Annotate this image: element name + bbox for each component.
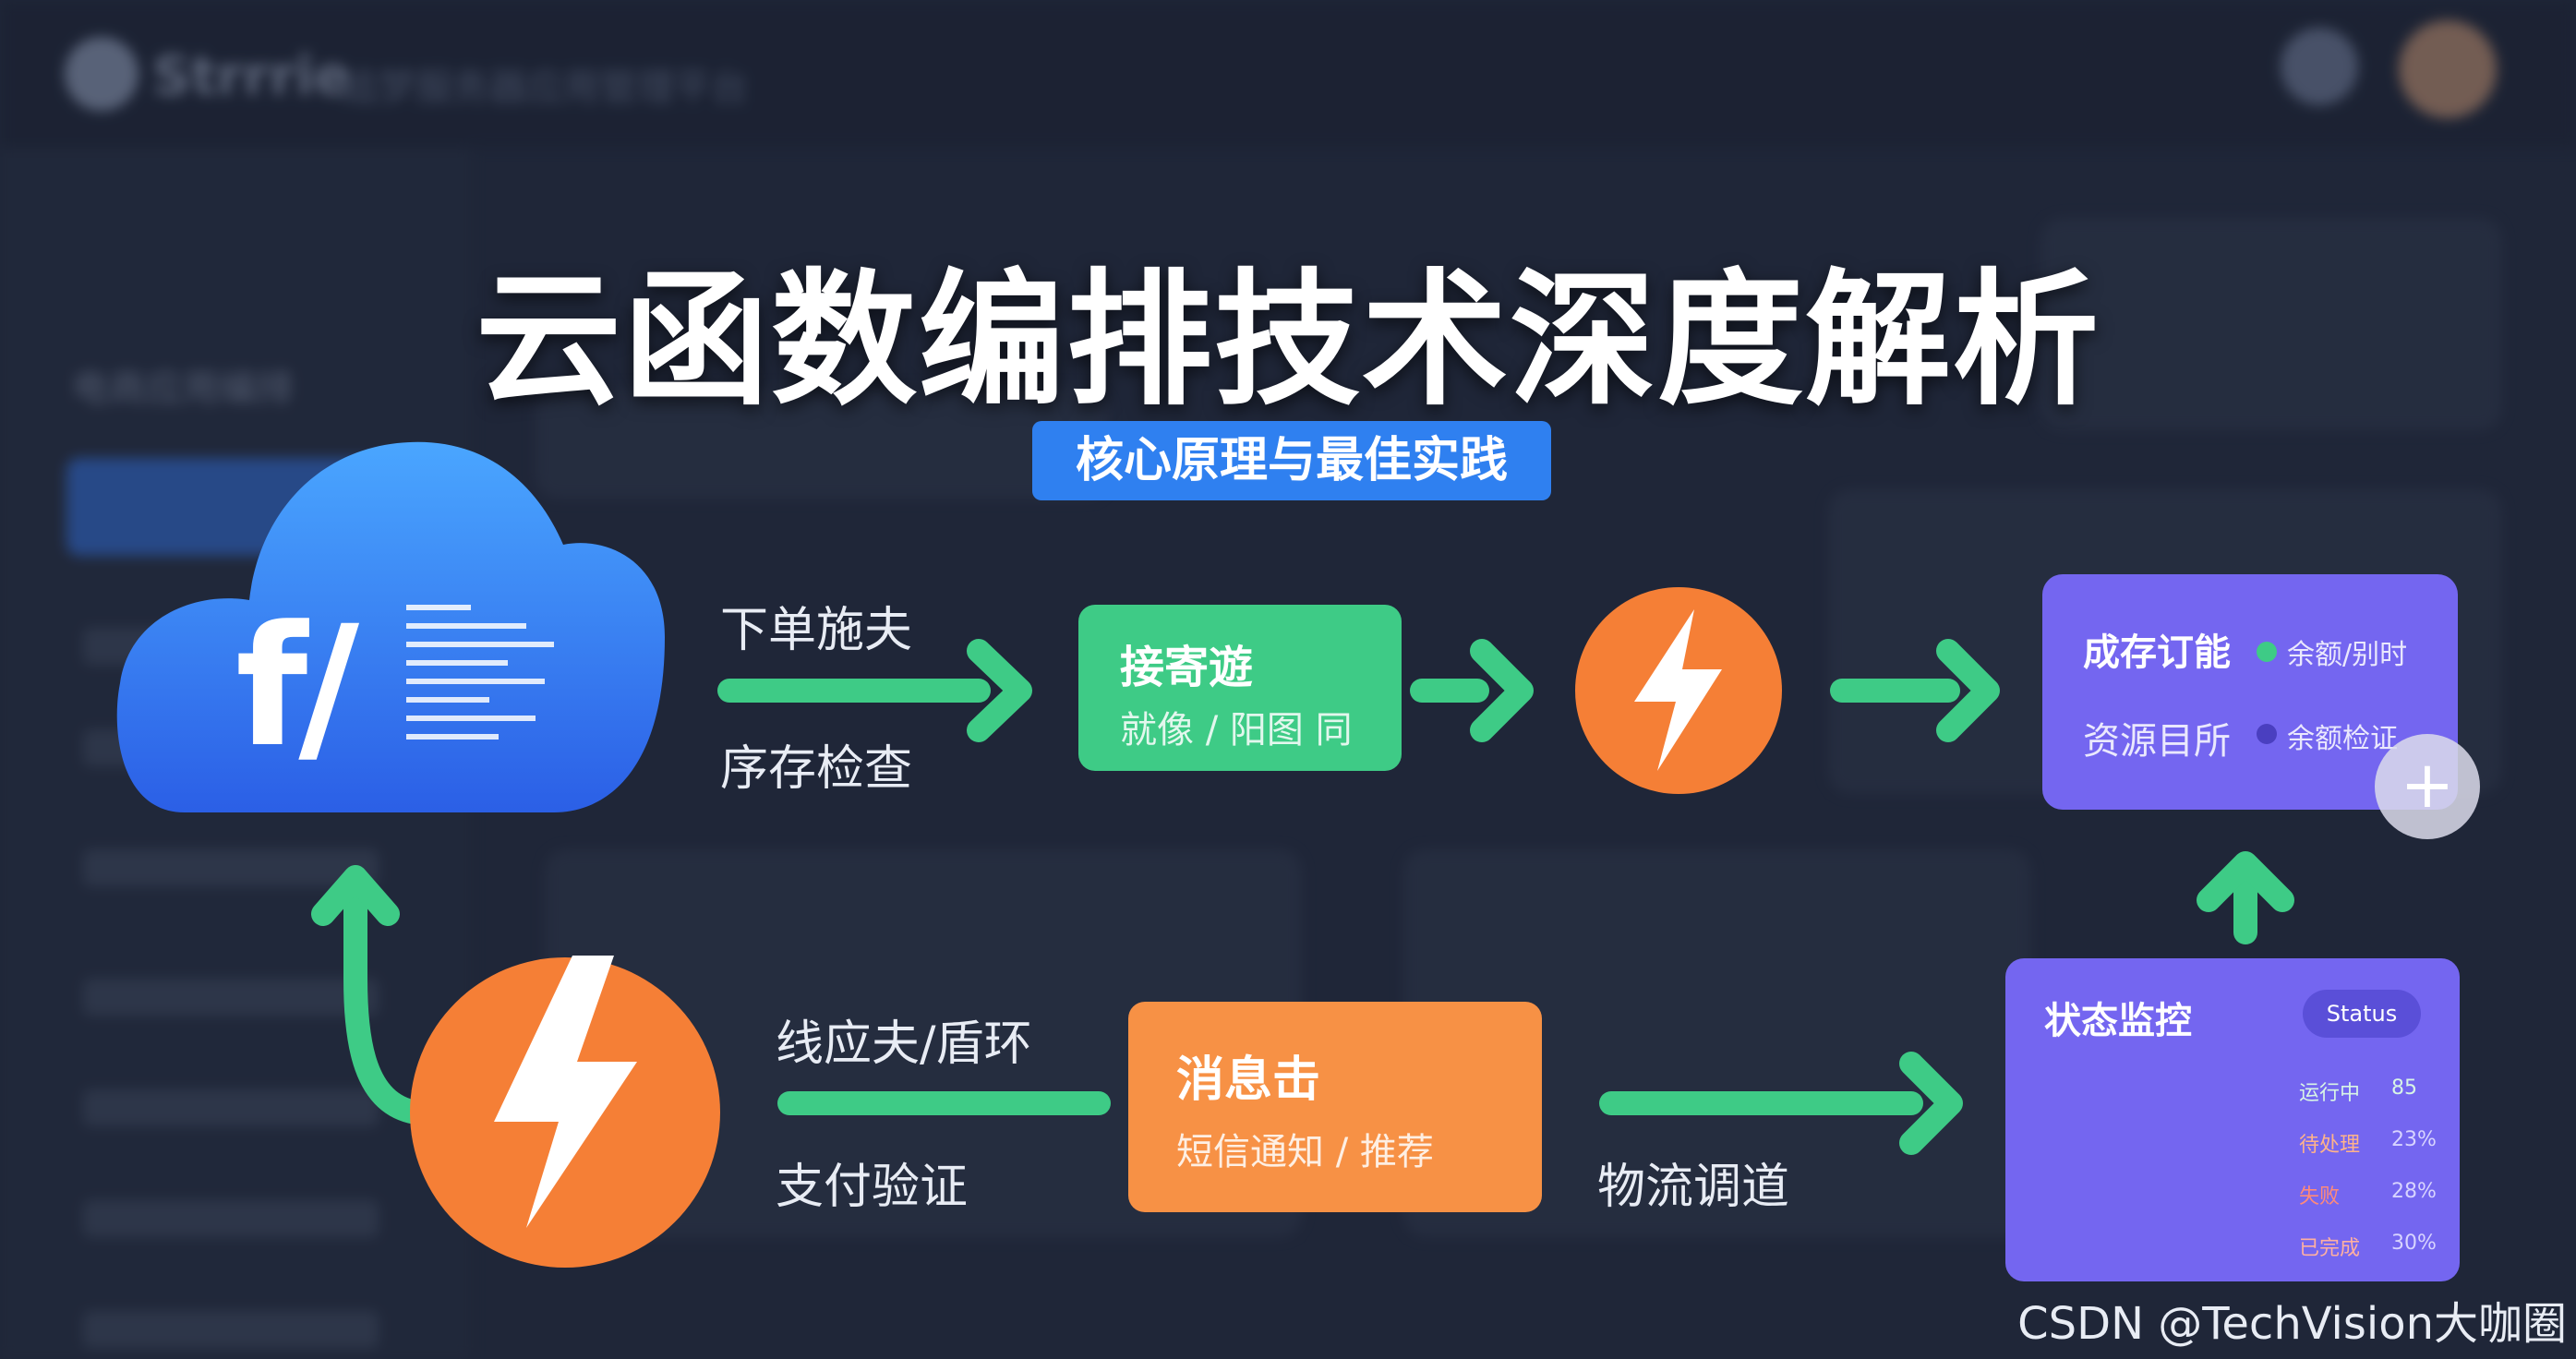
bg-card [2040,218,2502,430]
flow-label: 支付验证 [776,1160,969,1215]
node-text: 短信通知 / 推荐 [1176,1131,1434,1173]
status-dot [2257,724,2277,744]
search-icon[interactable] [2281,28,2358,105]
card-row-label: 成存订能 [2083,631,2231,674]
flow-label: 下单施夫 [720,603,913,658]
node-title: 消息击 [1176,1052,1321,1108]
top-bar: Strrrie 追梦服务器应用管理平台 [0,0,2576,148]
legend-list: 运行中 85 待处理 23% 失败 28% 已完成 30% [2299,1076,2447,1283]
page-title: 云函数编排技术深度解析 [475,256,2101,426]
avatar[interactable] [2399,20,2497,118]
status-monitor-card: 状态监控 Status 运行中 85 待处理 23% 失败 28% 已完成 30… [2005,958,2460,1281]
legend-value: 23% [2391,1128,2437,1151]
legend-value: 30% [2391,1232,2437,1255]
monitor-title: 状态监控 [2044,1000,2192,1042]
card-row-status: 余额/别时 [2287,639,2408,671]
card-row-status: 余额检证 [2287,723,2398,755]
legend-label: 运行中 [2299,1082,2361,1105]
lightning-icon [1575,587,1782,794]
process-node-orange: 消息击 短信通知 / 推荐 [1128,1002,1542,1212]
sidebar-item[interactable] [83,1089,379,1126]
brand-logo [65,37,138,111]
sidebar-item[interactable] [83,979,379,1016]
subtitle-badge: 核心原理与最佳实践 [1032,421,1551,500]
cloud-function-icon [116,441,666,812]
legend-item: 已完成 30% [2299,1232,2447,1283]
function-glyph: f/ [235,591,359,784]
node-title: 接寄遊 [1120,642,1254,693]
legend-value: 28% [2391,1180,2437,1203]
flow-label: 线应夫/盾环 [776,1016,1032,1072]
legend-label: 待处理 [2299,1134,2361,1157]
legend-item: 失败 28% [2299,1180,2447,1232]
app-subtitle: 追梦服务器应用管理平台 [342,66,748,109]
legend-label: 已完成 [2299,1237,2361,1260]
node-text: 就像 / 阳图 同 [1120,709,1353,752]
legend-item: 待处理 23% [2299,1128,2447,1180]
status-pill[interactable]: Status [2303,990,2421,1038]
legend-value: 85 [2391,1076,2417,1100]
sidebar-title: 电商应用编排 [72,367,294,410]
code-lines-decoration [406,605,554,740]
flow-arrows [311,639,2294,1155]
bg-card [536,388,1108,499]
legend-item: 运行中 85 [2299,1076,2447,1128]
sidebar-item[interactable] [83,1200,379,1237]
sidebar-item[interactable] [83,849,379,886]
brand-name: Strrrie [152,44,351,107]
add-icon[interactable]: + [2375,734,2480,839]
lightning-icon [410,956,720,1268]
process-node-green: 接寄遊 就像 / 阳图 同 [1078,605,1402,771]
flow-label: 物流调道 [1597,1160,1790,1215]
flow-label: 序存检查 [720,741,913,797]
legend-label: 失败 [2299,1185,2341,1209]
status-dot [2257,642,2277,662]
card-row-label: 资源目所 [2083,720,2231,763]
sidebar-item[interactable] [83,1311,379,1348]
watermark: CSDN @TechVision大咖圈 [2017,1298,2567,1350]
